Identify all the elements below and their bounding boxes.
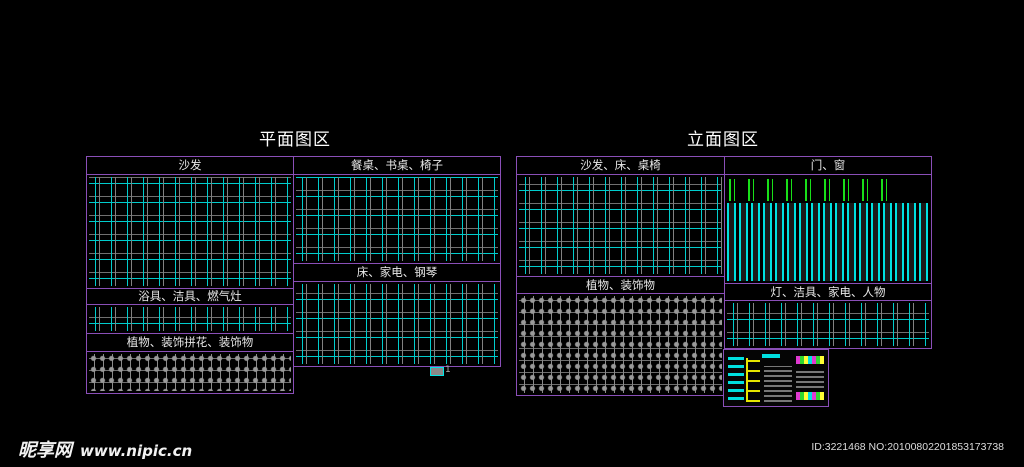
panel-elev-sofa-bed: 沙发、床、桌椅 [516, 156, 725, 277]
panel-doors-header: 门、窗 [725, 157, 931, 175]
panel-elev-plants-header: 植物、装饰物 [517, 277, 724, 294]
dining-blocks [296, 177, 498, 261]
bath-blocks [89, 307, 291, 331]
legend-color-swatches [796, 356, 824, 364]
legend-rows-right [796, 368, 824, 388]
panel-plan-plants: 植物、装饰拼花、装饰物 [86, 333, 294, 394]
small-block-icon [430, 367, 444, 376]
small-block-label: 1 [445, 365, 451, 375]
elev-sofa-bed-blocks [519, 177, 722, 274]
watermark-brand: 昵享网 [18, 440, 72, 461]
panel-elev-sofa-bed-header: 沙发、床、桌椅 [517, 157, 724, 175]
panel-lamps: 灯、洁具、家电、人物 [724, 283, 932, 349]
panel-elev-plants: 植物、装饰物 [516, 276, 725, 396]
panel-bed: 床、家电、钢琴 [293, 263, 501, 367]
panel-bath-header: 浴具、洁具、燃气灶 [87, 289, 293, 305]
panel-lamps-header: 灯、洁具、家电、人物 [725, 284, 931, 301]
panel-sofa-header: 沙发 [87, 157, 293, 175]
watermark-url: www.nipic.cn [80, 442, 193, 460]
watermark: 昵享网 www.nipic.cn [18, 436, 192, 462]
elevation-area-frame: 沙发、床、桌椅 植物、装饰物 门、窗 灯、洁具、家电、人物 [516, 156, 932, 407]
plan-area-frame: 沙发 浴具、洁具、燃气灶 植物、装饰拼花、装饰物 餐桌、书桌、椅子 床、家电、钢… [86, 156, 501, 395]
panel-dining-header: 餐桌、书桌、椅子 [294, 157, 500, 175]
panel-plan-plants-header: 植物、装饰拼花、装饰物 [87, 334, 293, 352]
plan-area-title: 平面图区 [259, 130, 331, 150]
elev-plants-blocks [519, 296, 722, 393]
image-id-text: ID:3221468 NO:20100802201853173738 [811, 441, 1004, 453]
elevation-area-title: 立面图区 [687, 130, 759, 150]
panel-bed-header: 床、家电、钢琴 [294, 264, 500, 282]
layer-legend-box [723, 349, 829, 407]
panel-sofa: 沙发 [86, 156, 294, 289]
bed-blocks [296, 284, 498, 364]
legend-symbol-column [728, 354, 744, 400]
door-window-blocks [727, 203, 929, 281]
lamps-blocks [727, 303, 929, 346]
legend-color-swatches-bottom [796, 392, 824, 400]
sofa-blocks [89, 177, 291, 286]
legend-rows [764, 366, 792, 402]
panel-doors: 门、窗 [724, 156, 932, 284]
plan-plants-blocks [89, 354, 291, 391]
panel-dining: 餐桌、书桌、椅子 [293, 156, 501, 264]
legend-cyan-bar [762, 354, 780, 358]
legend-yellow-column [746, 358, 760, 402]
panel-bath: 浴具、洁具、燃气灶 [86, 288, 294, 334]
door-green-blocks [729, 179, 891, 201]
